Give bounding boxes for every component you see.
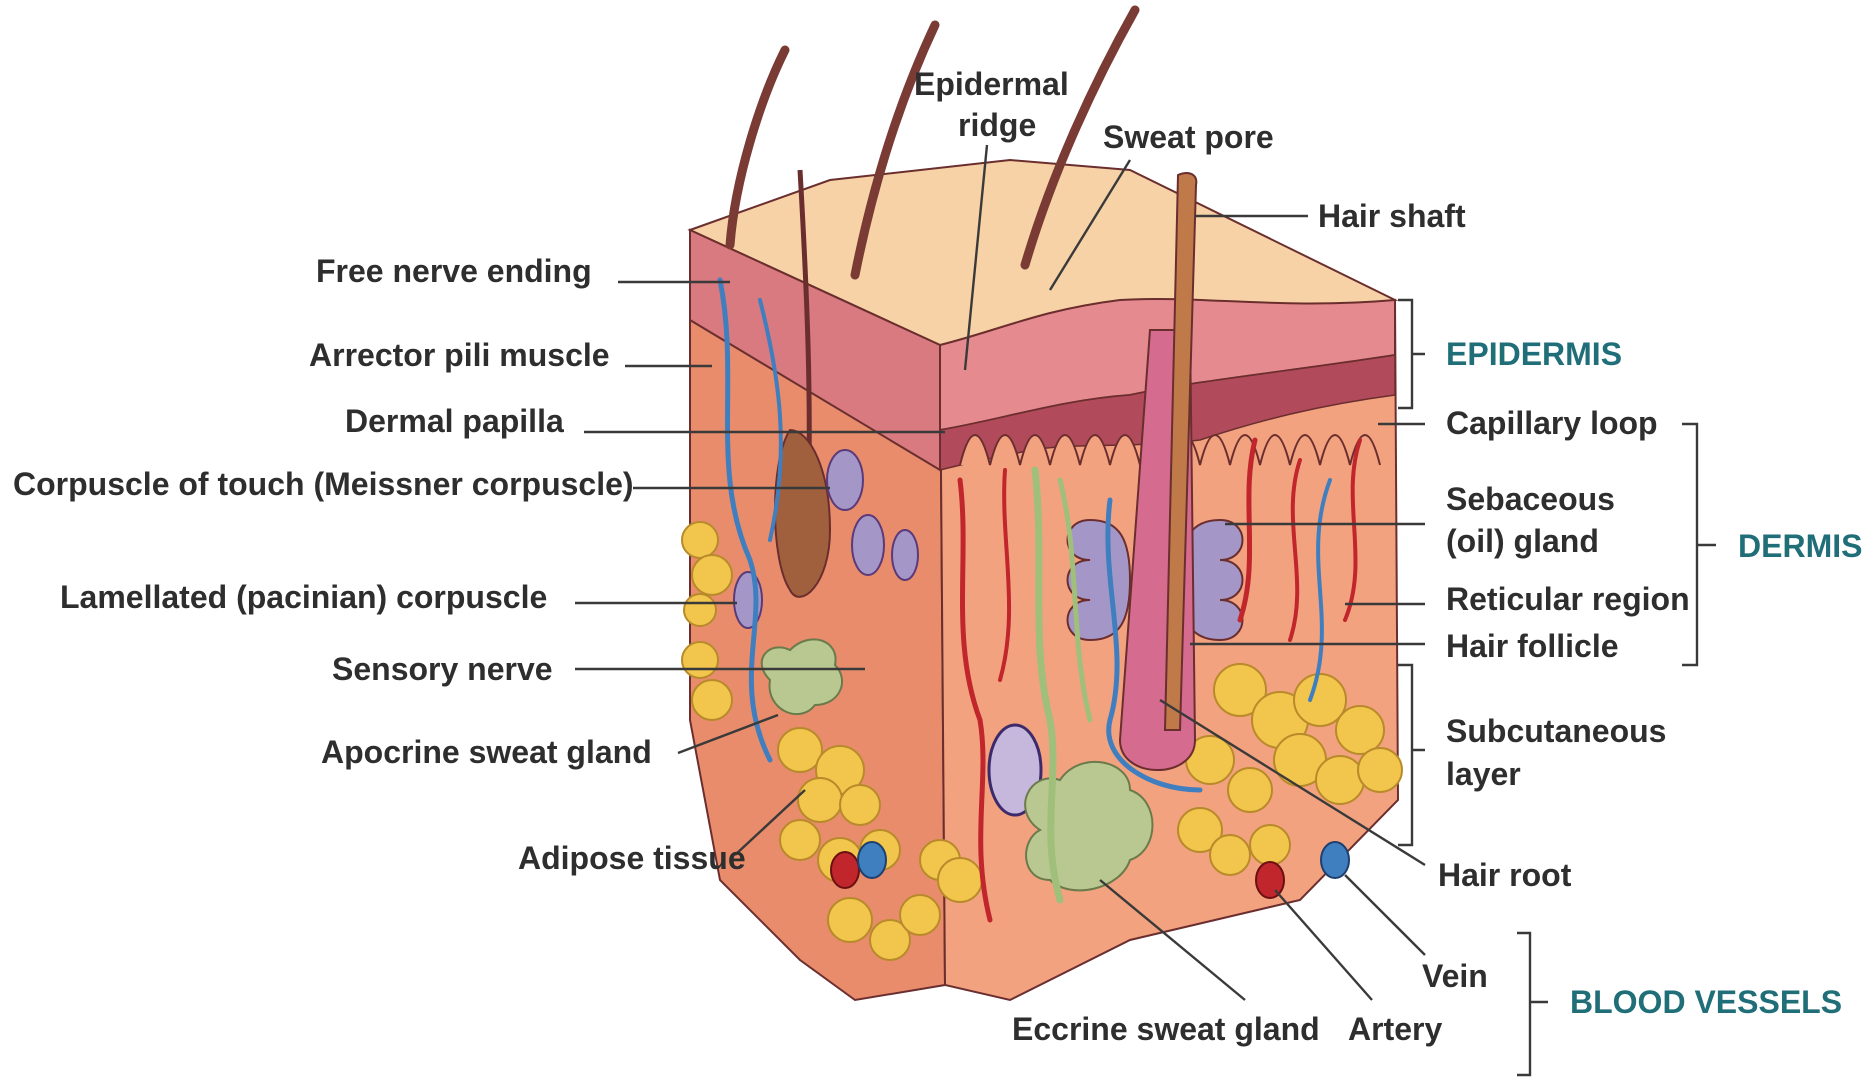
label-arrector-pili: Arrector pili muscle [309, 337, 610, 373]
label-hair-shaft: Hair shaft [1318, 198, 1466, 234]
brace-epidermis [1398, 300, 1425, 408]
label-subcutaneous-line1: Subcutaneous [1446, 713, 1666, 749]
leader-artery [1275, 890, 1372, 1000]
label-apocrine: Apocrine sweat gland [321, 734, 652, 770]
brace-dermis [1682, 424, 1716, 665]
label-epidermal-ridge-line1: Epidermal [914, 66, 1069, 102]
label-sensory-nerve: Sensory nerve [332, 651, 553, 687]
label-epidermal-ridge-line2: ridge [958, 107, 1036, 143]
skin-block [682, 10, 1402, 1000]
label-sweat-pore: Sweat pore [1103, 119, 1274, 155]
label-free-nerve-ending: Free nerve ending [316, 253, 592, 289]
label-artery: Artery [1348, 1011, 1442, 1047]
group-label-blood-vessels: BLOOD VESSELS [1570, 984, 1842, 1020]
label-pacinian: Lamellated (pacinian) corpuscle [60, 579, 547, 615]
label-eccrine: Eccrine sweat gland [1012, 1011, 1320, 1047]
label-meissner: Corpuscle of touch (Meissner corpuscle) [13, 466, 634, 502]
label-adipose: Adipose tissue [518, 840, 746, 876]
label-sebaceous-line1: Sebaceous [1446, 481, 1615, 517]
label-hair-follicle: Hair follicle [1446, 628, 1619, 664]
group-label-epidermis: EPIDERMIS [1446, 336, 1622, 372]
label-reticular: Reticular region [1446, 581, 1690, 617]
label-sebaceous-line2: (oil) gland [1446, 523, 1599, 559]
group-label-dermis: DERMIS [1738, 528, 1862, 564]
label-hair-root: Hair root [1438, 857, 1572, 893]
brace-blood-vessels [1517, 933, 1548, 1075]
label-vein: Vein [1422, 958, 1488, 994]
label-subcutaneous-line2: layer [1446, 756, 1521, 792]
label-capillary-loop: Capillary loop [1446, 405, 1658, 441]
leader-vein [1345, 875, 1425, 955]
brace-subcutaneous [1398, 665, 1425, 845]
label-dermal-papilla: Dermal papilla [345, 403, 564, 439]
